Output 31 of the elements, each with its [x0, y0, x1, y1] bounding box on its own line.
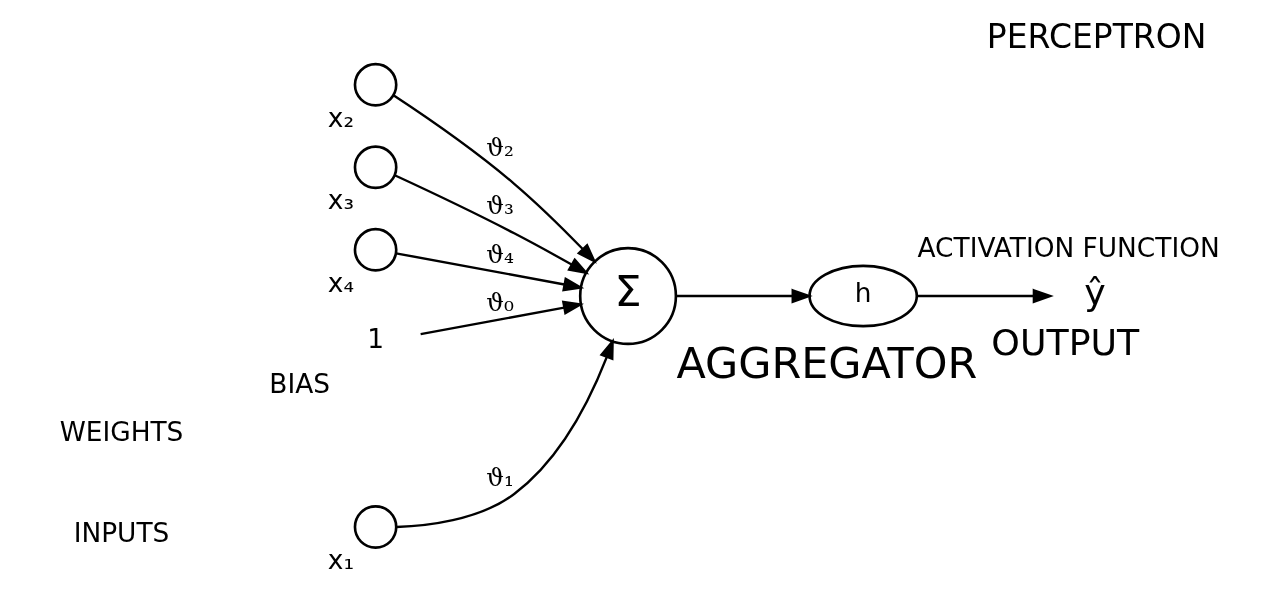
- node-text: ŷ: [1084, 271, 1106, 315]
- diagram-title: PERCEPTRON: [986, 16, 1207, 56]
- edge-label: ϑ₁: [486, 462, 514, 492]
- arrow: [392, 94, 597, 264]
- arrow: [917, 288, 1054, 304]
- node-label: OUTPUT: [991, 320, 1140, 364]
- arrow: [420, 300, 584, 336]
- node-label: x₃: [327, 184, 355, 216]
- arrow: [395, 252, 585, 292]
- edge-label: ϑ₀: [486, 287, 514, 317]
- node-circle: [353, 145, 398, 190]
- arrow: [394, 174, 590, 275]
- node-ellipse: h: [808, 264, 919, 328]
- node-label: x₂: [327, 101, 355, 133]
- edge-label: ϑ₂: [486, 132, 514, 162]
- node-circle: [353, 505, 398, 549]
- node-label: AGGREGATOR: [676, 338, 978, 389]
- arrow: [676, 288, 813, 304]
- node-circle: Σ: [578, 246, 678, 346]
- node-label: BIAS: [269, 368, 331, 400]
- node-text: 1: [367, 323, 384, 355]
- label: WEIGHTS: [59, 415, 184, 447]
- node-circle: [353, 227, 398, 272]
- label: INPUTS: [73, 516, 170, 548]
- node-circle: [353, 62, 398, 107]
- node-label: ACTIVATION FUNCTION: [917, 232, 1220, 264]
- node-label: x₄: [327, 266, 355, 298]
- edge-label: ϑ₄: [486, 240, 514, 269]
- edge-label: ϑ₃: [486, 190, 514, 220]
- node-label: x₁: [327, 543, 355, 575]
- arrow: [396, 338, 614, 529]
